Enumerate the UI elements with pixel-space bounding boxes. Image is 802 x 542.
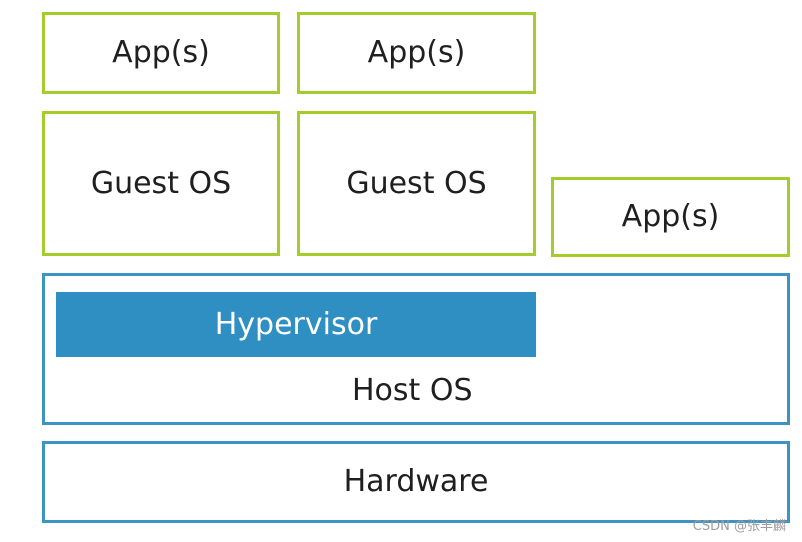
guest-os-label-middle: Guest OS: [346, 165, 487, 201]
hypervisor-label: Hypervisor: [214, 307, 378, 342]
hardware-label: Hardware: [343, 464, 489, 499]
guest-os-box-middle: Guest OS: [297, 111, 536, 256]
guest-os-label-left: Guest OS: [90, 165, 232, 201]
guest-os-box-left: Guest OS: [42, 111, 280, 256]
app-label-right: App(s): [621, 199, 720, 234]
app-box-middle: App(s): [297, 12, 536, 94]
watermark-text: CSDN @张丰麟: [692, 519, 786, 534]
hardware-box: Hardware: [42, 441, 790, 523]
app-box-right: App(s): [551, 177, 790, 257]
app-label-middle: App(s): [367, 35, 466, 70]
hypervisor-bar: Hypervisor: [56, 292, 536, 357]
host-os-label: Host OS: [352, 373, 473, 408]
app-box-left: App(s): [42, 12, 280, 94]
app-label-left: App(s): [112, 35, 210, 70]
